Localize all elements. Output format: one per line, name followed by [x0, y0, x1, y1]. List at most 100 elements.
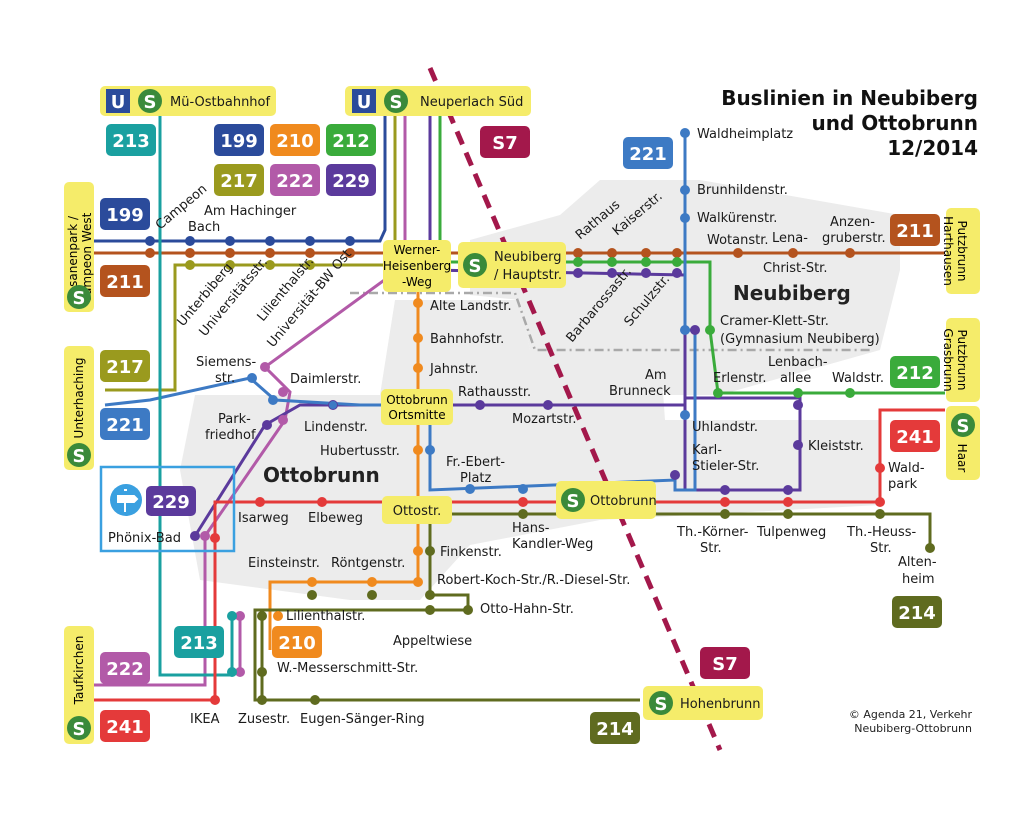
svg-text:Alte Landstr.: Alte Landstr. — [430, 299, 512, 314]
destination-unterhaching[interactable]: Unterhaching S — [64, 346, 94, 470]
svg-text:und Ottobrunn: und Ottobrunn — [811, 111, 978, 135]
svg-text:Hans-: Hans- — [512, 521, 550, 536]
svg-text:Bahnhofstr.: Bahnhofstr. — [430, 332, 504, 347]
line-badge-241: 241 — [106, 717, 144, 738]
line-badge-213: 213 — [180, 633, 218, 654]
line-badge-214: 214 — [596, 719, 634, 740]
svg-text:Uhlandstr.: Uhlandstr. — [692, 420, 758, 435]
line-badge-217: 217 — [220, 171, 258, 192]
svg-text:Str.: Str. — [700, 541, 722, 556]
svg-text:12/2014: 12/2014 — [887, 136, 978, 160]
line-210-route — [268, 282, 420, 650]
line-badge-199: 199 — [220, 131, 258, 152]
station-label: Mü-Ostbahnhof — [170, 95, 271, 110]
line-badges: 213 199 210 212 217 222 229 S7 199 211 2… — [100, 124, 942, 744]
s-bahn-icon: S — [567, 491, 580, 512]
svg-text:Robert-Koch-Str./R.-Diesel-Str: Robert-Koch-Str./R.-Diesel-Str. — [437, 573, 630, 588]
destination-taufkirchen[interactable]: Taufkirchen S — [64, 626, 94, 744]
station-ottobrunn-ortsmitte[interactable]: Ottobrunn Ortsmitte — [381, 389, 453, 425]
line-217-route — [105, 110, 397, 392]
station-label: Ortsmitte — [388, 408, 445, 422]
svg-text:Röntgenstr.: Röntgenstr. — [331, 556, 405, 571]
svg-text:Erlenstr.: Erlenstr. — [713, 371, 767, 386]
svg-text:IKEA: IKEA — [190, 712, 220, 727]
station-ottobrunn-s-bahn[interactable]: S Ottobrunn — [556, 481, 657, 519]
destination-putzbrunn-grasbrunn[interactable]: Putzbrunn Grasbrunn — [941, 318, 980, 402]
svg-text:gruberstr.: gruberstr. — [822, 231, 886, 246]
svg-text:Siemens-: Siemens- — [196, 355, 257, 370]
svg-text:Eugen-Sänger-Ring: Eugen-Sänger-Ring — [300, 712, 425, 727]
destination-label: Unterhaching — [72, 358, 86, 439]
line-badge-241: 241 — [896, 427, 934, 448]
svg-text:Lenbach-: Lenbach- — [768, 355, 828, 370]
station-label: Hohenbrunn — [680, 697, 761, 712]
svg-text:Fr.-Ebert-: Fr.-Ebert- — [446, 455, 505, 470]
line-badge-222: 222 — [106, 659, 144, 680]
svg-text:Brunhildenstr.: Brunhildenstr. — [697, 183, 788, 198]
svg-text:Th.-Heuss-: Th.-Heuss- — [846, 525, 917, 540]
svg-text:heim: heim — [902, 572, 935, 587]
district-label-neubiberg: Neubiberg — [733, 281, 851, 305]
svg-text:str.: str. — [215, 371, 235, 386]
station-neubiberg-hauptstr[interactable]: S Neubiberg / Hauptstr. — [458, 242, 566, 288]
destination-label: Harthausen — [941, 216, 955, 286]
svg-text:Wotanstr.: Wotanstr. — [707, 233, 769, 248]
line-badge-s7: S7 — [712, 654, 738, 675]
svg-text:Cramer-Klett-Str.: Cramer-Klett-Str. — [720, 314, 829, 329]
destination-haar[interactable]: S Haar — [946, 406, 980, 480]
station-mue-ostbahnhof[interactable]: U S Mü-Ostbahnhof — [100, 86, 276, 116]
destination-fasanenpark[interactable]: Fasanenpark / Campeon West S — [64, 182, 94, 312]
municipal-boundary — [350, 291, 870, 352]
s-bahn-icon: S — [73, 288, 86, 309]
s-bahn-icon: S — [73, 446, 86, 467]
destination-label: Campeon West — [80, 212, 94, 303]
svg-text:Zusestr.: Zusestr. — [238, 712, 290, 727]
svg-text:Tulpenweg: Tulpenweg — [756, 525, 826, 540]
station-label: Ottobrunn — [590, 494, 657, 509]
svg-text:Einsteinstr.: Einsteinstr. — [248, 556, 320, 571]
station-label: / Hauptstr. — [494, 268, 562, 283]
destination-label: Putzbrunn — [955, 329, 969, 390]
destination-label: Putzbrunn — [955, 220, 969, 281]
svg-text:Walkürenstr.: Walkürenstr. — [697, 211, 777, 226]
svg-text:Buslinien in Neubiberg: Buslinien in Neubiberg — [721, 86, 978, 110]
line-badge-221: 221 — [106, 415, 144, 436]
svg-text:Isarweg: Isarweg — [238, 511, 289, 526]
station-ottostr[interactable]: Ottostr. — [382, 496, 452, 524]
svg-text:Mozartstr.: Mozartstr. — [512, 412, 577, 427]
station-werner-heisenberg-weg[interactable]: Werner- Heisenberg -Weg — [383, 240, 451, 292]
s7-railway-line — [427, 67, 723, 751]
svg-text:Brunneck: Brunneck — [609, 384, 671, 399]
svg-text:Lindenstr.: Lindenstr. — [304, 420, 368, 435]
svg-text:© Agenda 21, Verkehr: © Agenda 21, Verkehr — [849, 708, 973, 721]
station-hohenbrunn[interactable]: S Hohenbrunn — [643, 686, 763, 720]
station-neuperlach-sued[interactable]: U S Neuperlach Süd — [345, 86, 531, 116]
svg-text:Alten-: Alten- — [898, 555, 937, 570]
line-badge-217: 217 — [106, 357, 144, 378]
station-label: Phönix-Bad — [108, 531, 181, 546]
svg-text:Str.: Str. — [870, 541, 892, 556]
svg-text:(Gymnasium Neubiberg): (Gymnasium Neubiberg) — [720, 332, 880, 347]
line-badge-212: 212 — [332, 131, 370, 152]
svg-text:allee: allee — [780, 371, 811, 386]
station-phoenix-bad[interactable]: 229 Phönix-Bad — [99, 465, 236, 553]
line-badge-222: 222 — [276, 171, 314, 192]
line-badge-211: 211 — [106, 272, 144, 293]
svg-text:Wald-: Wald- — [888, 461, 925, 476]
destination-putzbrunn-harthausen[interactable]: Putzbrunn Harthausen — [941, 208, 980, 294]
line-badge-210: 210 — [278, 633, 316, 654]
svg-text:Waldheimplatz: Waldheimplatz — [697, 127, 793, 142]
station-label: Neuperlach Süd — [420, 95, 523, 110]
svg-text:Platz: Platz — [460, 471, 492, 486]
line-badge-213: 213 — [112, 131, 150, 152]
svg-text:Stieler-Str.: Stieler-Str. — [692, 459, 759, 474]
line-213-route — [158, 110, 234, 677]
destination-label: Taufkirchen — [72, 636, 86, 706]
s-bahn-icon: S — [73, 719, 86, 740]
line-badge-221: 221 — [629, 144, 667, 165]
s-bahn-icon: S — [469, 256, 482, 277]
stop-dots — [145, 128, 935, 705]
svg-text:Otto-Hahn-Str.: Otto-Hahn-Str. — [480, 602, 574, 617]
svg-text:Appeltwiese: Appeltwiese — [393, 634, 472, 649]
s-bahn-icon: S — [957, 416, 970, 437]
